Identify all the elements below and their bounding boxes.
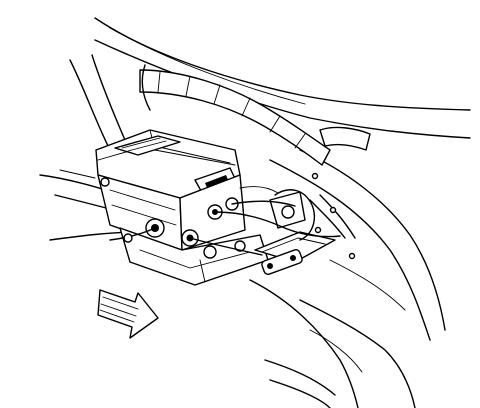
wire-harness xyxy=(139,64,371,166)
frame-rail xyxy=(39,17,471,408)
fasteners xyxy=(100,172,356,260)
vehicle-front-arrow xyxy=(97,289,159,339)
mounting-bracket xyxy=(254,189,336,275)
brake-lines xyxy=(109,186,356,256)
abs-modulator xyxy=(95,129,269,286)
